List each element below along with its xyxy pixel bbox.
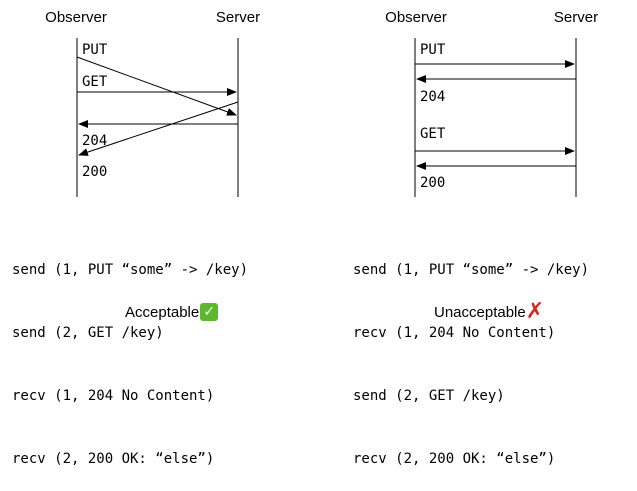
right-msg-200-label: 200	[420, 175, 445, 191]
right-log-line: send (1, PUT “some” -> /key)	[353, 262, 590, 278]
left-log-line: send (1, PUT “some” -> /key)	[12, 262, 249, 278]
red-cross-icon: ✗	[525, 299, 545, 324]
left-diagram: Observer Server PUT GET 204 200	[45, 9, 260, 197]
right-log-line: recv (1, 204 No Content)	[353, 325, 556, 341]
right-diagram: Observer Server PUT 204 GET 200	[385, 9, 598, 197]
left-server-label: Server	[216, 9, 260, 26]
left-200-arrow	[78, 101, 239, 156]
left-event-log: send (1, PUT “some” -> /key) send (2, GE…	[12, 218, 248, 491]
right-log-line: send (2, GET /key)	[353, 388, 505, 404]
left-log-line: send (2, GET /key)	[12, 325, 164, 341]
sequence-diagrams: Observer Server PUT GET 204 200 Observer…	[45, 9, 598, 197]
right-msg-get-label: GET	[420, 126, 446, 142]
right-msg-204-label: 204	[420, 89, 445, 105]
left-msg-get-label: GET	[82, 74, 108, 90]
left-msg-put-label: PUT	[82, 42, 108, 58]
right-msg-put-label: PUT	[420, 42, 446, 58]
right-server-label: Server	[554, 9, 598, 26]
left-log-line: recv (1, 204 No Content)	[12, 388, 215, 404]
left-put-arrow	[76, 56, 237, 116]
right-event-log: send (1, PUT “some” -> /key) recv (1, 20…	[353, 218, 589, 491]
right-log-line: recv (2, 200 OK: “else”)	[353, 451, 556, 467]
right-verdict-label: Unacceptable	[434, 303, 526, 321]
left-msg-204-label: 204	[82, 133, 107, 149]
green-check-icon: ✓	[200, 303, 219, 321]
right-verdict: Unacceptable ✗	[434, 299, 545, 324]
left-verdict-label: Acceptable	[125, 303, 200, 321]
left-observer-label: Observer	[45, 9, 107, 26]
left-verdict: Acceptable ✓	[125, 303, 219, 321]
left-log-line: recv (2, 200 OK: “else”)	[12, 451, 215, 467]
right-observer-label: Observer	[385, 9, 447, 26]
left-msg-200-label: 200	[82, 164, 107, 180]
